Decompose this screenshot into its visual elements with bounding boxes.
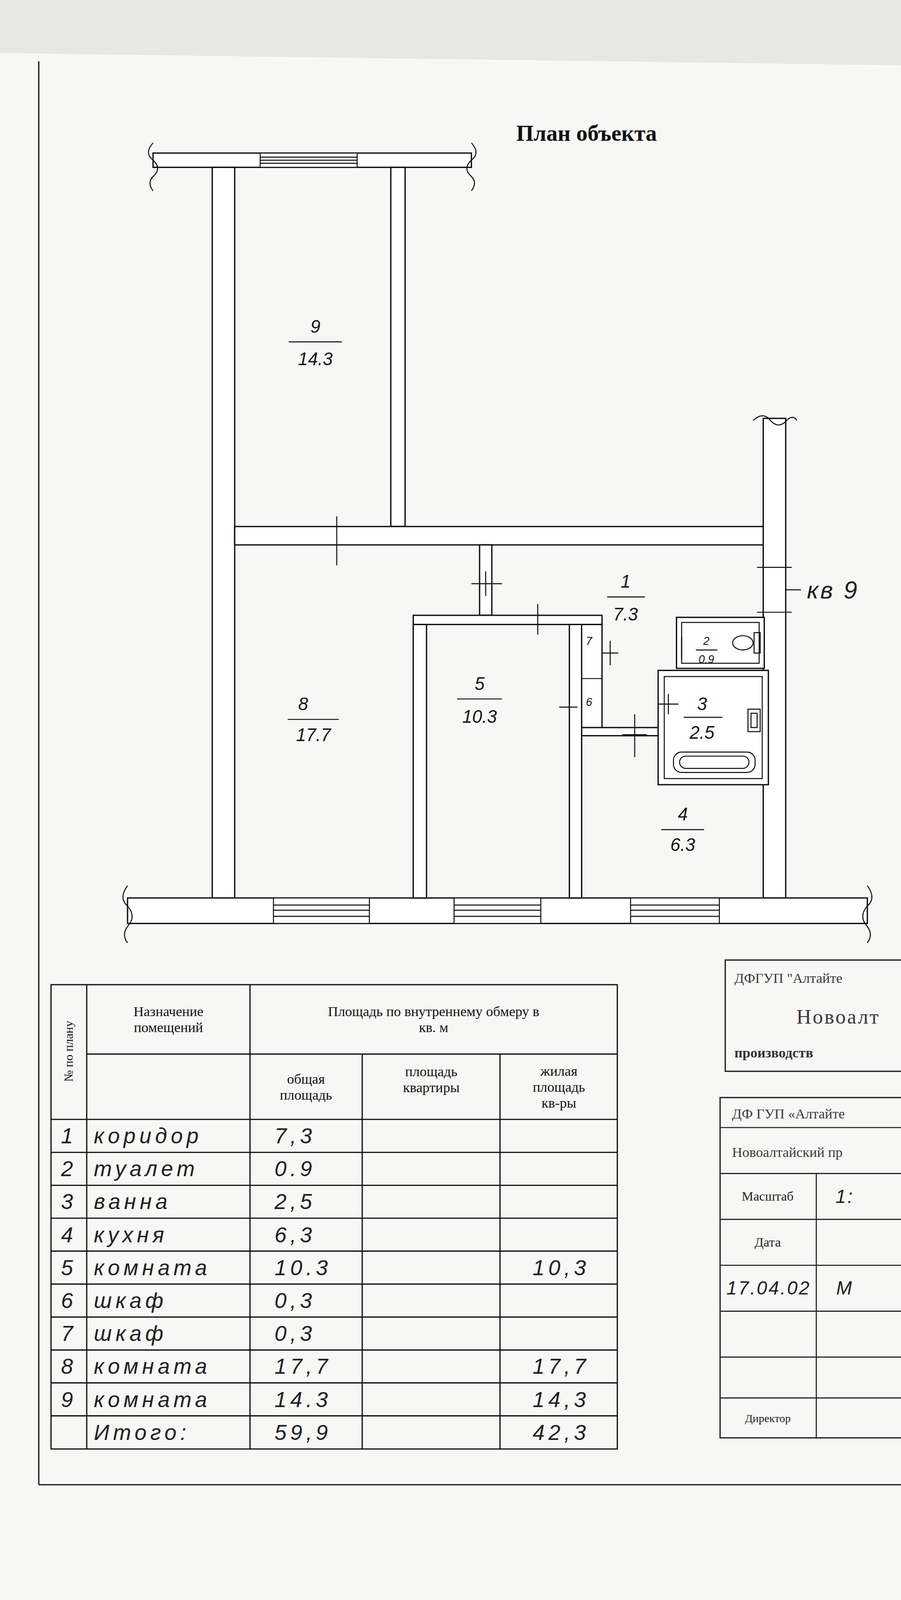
room-number: 9 [310,316,321,337]
table-header: № по плану [61,1020,77,1082]
table-header: площадь квартиры [389,1063,474,1096]
table-cell: 14,3 [532,1386,590,1413]
table-cell: комната [93,1386,211,1413]
stamp-text: Новоалтайский пр [732,1144,843,1161]
table-cell: 59,9 [274,1419,332,1445]
table-cell: комната [93,1254,211,1281]
room-area: 17.7 [296,725,331,746]
room-area: 7.3 [613,604,639,625]
table-cell: 0.9 [274,1155,316,1182]
room-number: 8 [298,694,309,715]
table-cell: 0,3 [274,1320,316,1346]
room-area: 6.3 [670,834,696,856]
apartment-label: кв 9 [807,575,860,604]
table-cell: 10.3 [274,1254,332,1281]
stamp-text: Директор [745,1412,791,1425]
table-cell: 2 [61,1155,77,1182]
room-number: 1 [620,571,631,592]
table-header: Назначение помещений [121,1003,216,1036]
plan-title: План объекта [516,120,657,146]
stamp-text: производств [734,1044,814,1061]
table-header: жилая площадь кв-ры [528,1062,590,1111]
table-header: общая площадь [275,1070,337,1103]
room-area: 10.3 [462,706,497,727]
room-area: 2.5 [689,722,715,743]
room-number: 2 [703,634,710,648]
room-number: 4 [678,804,688,825]
table-cell: Итого: [93,1419,191,1445]
table-cell: 6,3 [274,1221,316,1248]
table-cell: 3 [61,1188,77,1215]
table-cell: 2,5 [274,1188,316,1215]
stamp-text: М [836,1277,854,1299]
table-cell: коридор [93,1122,203,1149]
stamp-text: 1: [835,1185,855,1207]
table-cell: кухня [93,1221,168,1248]
stamp-text: ДФГУП "Алтайте [734,969,843,986]
table-cell: 9 [61,1386,77,1413]
table-cell: шкаф [93,1320,168,1346]
stamp-text: ДФ ГУП «Алтайте [732,1105,845,1122]
table-cell: 5 [61,1254,77,1281]
room-area: 14.3 [297,349,333,370]
table-cell: 8 [61,1353,77,1379]
table-cell: туалет [93,1155,199,1182]
table-cell: ванна [93,1188,172,1215]
table-cell: 14.3 [274,1386,332,1413]
table-cell: 17,7 [274,1353,332,1379]
table-cell: 42,3 [532,1419,590,1445]
room-number: 7 [586,634,593,648]
stamp-text: 17.04.02 [726,1277,811,1299]
stamp-box: ДФ ГУП «АлтайтеНовоалтайский пр [719,1096,901,1439]
room-number: 3 [697,694,708,715]
table-cell: 0,3 [274,1287,316,1314]
table-cell: 10,3 [532,1254,590,1281]
room-number: 5 [474,673,485,695]
table-cell: 17,7 [532,1353,590,1379]
table-cell: 6 [61,1287,77,1314]
table-cell: 7,3 [274,1122,316,1149]
stamp-text: Масштаб [741,1188,795,1204]
table-cell: комната [93,1353,211,1379]
stamp-text: Дата [754,1234,781,1250]
table-cell: 4 [61,1221,77,1248]
table-cell: шкаф [93,1287,168,1314]
stamp-box: ДФГУП "АлтайтеНовоалт производств [724,959,901,1072]
table-cell: 7 [61,1320,77,1346]
room-area: 0.9 [698,652,715,666]
table-header: Площадь по внутреннему обмеру в кв. м [325,1003,542,1036]
table-cell: 1 [61,1122,77,1149]
room-number: 6 [586,695,593,709]
stamp-text: Новоалт [796,1004,880,1029]
